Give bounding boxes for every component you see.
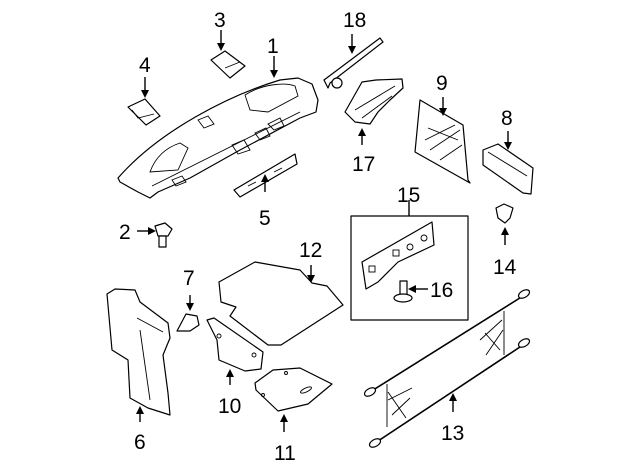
part-trunk-mat[interactable] xyxy=(218,261,344,346)
part-jack-handle[interactable] xyxy=(323,37,384,89)
callout-5[interactable]: 5 xyxy=(259,207,271,230)
callout-6[interactable]: 6 xyxy=(134,431,146,454)
callout-8[interactable]: 8 xyxy=(501,107,513,130)
callout-1[interactable]: 1 xyxy=(267,35,279,58)
callout-14[interactable]: 14 xyxy=(493,256,517,279)
part-latch-striker-assembly[interactable] xyxy=(350,215,469,321)
callout-16[interactable]: 16 xyxy=(430,279,453,302)
callout-2[interactable]: 2 xyxy=(119,221,131,244)
part-floor-cover[interactable] xyxy=(254,367,333,412)
part-bolt[interactable] xyxy=(154,222,173,248)
callout-10[interactable]: 10 xyxy=(218,395,241,418)
part-side-trim-panel[interactable] xyxy=(106,288,171,416)
part-tray-clip-3[interactable] xyxy=(210,50,246,79)
callout-4[interactable]: 4 xyxy=(139,54,151,77)
callout-17[interactable]: 17 xyxy=(352,153,375,176)
part-tray-clip-4[interactable] xyxy=(127,98,161,126)
callout-9[interactable]: 9 xyxy=(436,72,448,95)
part-cargo-net[interactable] xyxy=(363,288,531,449)
part-package-tray[interactable] xyxy=(117,77,319,199)
part-cover-plate[interactable] xyxy=(206,317,264,372)
callout-11[interactable]: 11 xyxy=(274,442,296,465)
part-jack[interactable] xyxy=(344,78,404,125)
part-retainer-clip[interactable] xyxy=(495,203,514,224)
callout-7[interactable]: 7 xyxy=(183,267,195,290)
part-push-clip[interactable] xyxy=(176,313,200,332)
callout-arrows xyxy=(136,30,512,432)
callout-18[interactable]: 18 xyxy=(343,9,366,32)
callout-12[interactable]: 12 xyxy=(299,239,322,262)
callout-15[interactable]: 15 xyxy=(397,184,420,207)
callout-3[interactable]: 3 xyxy=(214,9,226,32)
part-cargo-net-side[interactable] xyxy=(414,99,471,184)
callout-13[interactable]: 13 xyxy=(441,422,464,445)
part-stud[interactable] xyxy=(393,280,413,303)
part-storage-tray[interactable] xyxy=(482,143,534,195)
